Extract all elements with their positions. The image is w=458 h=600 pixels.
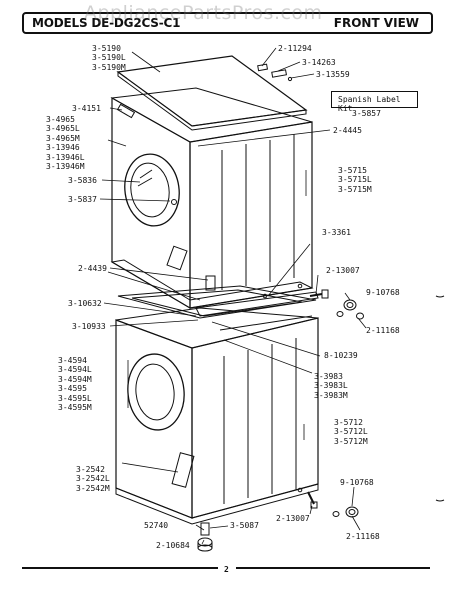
label-9-10768-lower: 9-10768 <box>340 478 374 487</box>
lower-door <box>127 353 185 431</box>
nut-11168-upper <box>336 311 364 320</box>
screw-13007-upper <box>309 289 329 299</box>
screw-13007-lower <box>307 491 318 509</box>
leader-lines <box>99 47 367 545</box>
label-8-10239: 8-10239 <box>324 351 358 360</box>
lower-door-window <box>135 363 175 421</box>
label-3-4151: 3-4151 <box>72 104 101 113</box>
kit-part-number: 3-5857 <box>352 109 381 118</box>
label-lower-front: 3-4594 3-4594L 3-4594M 3-4595 3-4595L 3-… <box>58 356 92 413</box>
label-2-4439: 2-4439 <box>78 264 107 273</box>
page-number: 2 <box>224 565 229 574</box>
label-2-11294: 2-11294 <box>278 44 312 53</box>
lower-top-frame <box>117 285 317 319</box>
label-2-4445: 2-4445 <box>333 126 362 135</box>
top-panel <box>116 55 308 127</box>
label-bracket-3983: 3-3983 3-3983L 3-3983M <box>314 372 348 400</box>
kit-label: Spanish Label Kit <box>338 95 401 113</box>
small-plate <box>166 245 188 271</box>
label-2-13007-lower: 2-13007 <box>276 514 310 523</box>
models-title: MODELS DE-DG2CS-C1 <box>32 16 181 30</box>
stack-bracket <box>195 291 319 317</box>
label-kick-panel: 3-2542 3-2542L 3-2542M <box>76 465 110 493</box>
label-3-10632: 3-10632 <box>68 299 102 308</box>
label-3-5836: 3-5836 <box>68 176 97 185</box>
label-3-3361: 3-3361 <box>322 228 351 237</box>
watermark: AppliancePartsPros.com <box>84 2 323 24</box>
upper-door-window <box>130 162 170 218</box>
lower-top-frame-inner <box>131 289 303 317</box>
washer-10768-lower <box>332 506 359 518</box>
kick-panel <box>171 452 195 488</box>
control-knob-plate <box>116 103 136 119</box>
bracket-4439 <box>205 275 216 291</box>
label-2-13007-upper: 2-13007 <box>326 266 360 275</box>
label-lower-cabinet: 3-5712 3-5712L 3-5712M <box>334 418 368 446</box>
label-52740: 52740 <box>144 521 169 530</box>
door-latch <box>171 199 177 205</box>
label-2-11168-lower: 2-11168 <box>346 532 380 541</box>
label-3-13559: 3-13559 <box>316 70 350 79</box>
label-top-panel: 3-5190 3-5190L 3-5190M <box>92 44 126 72</box>
washer-10768-upper <box>343 299 357 311</box>
lower-base <box>115 483 319 525</box>
lower-rim <box>115 307 319 349</box>
upper-rim <box>110 87 313 143</box>
foot-front <box>200 522 210 536</box>
top-panel-edge <box>117 71 307 131</box>
label-upper-cabinet: 3-5715 3-5715L 3-5715M <box>338 166 372 194</box>
spanish-label-kit-box: Spanish Label Kit <box>331 91 418 113</box>
label-3-5837: 3-5837 <box>68 195 97 204</box>
view-title: FRONT VIEW <box>333 16 419 30</box>
label-2-11168-upper: 2-11168 <box>366 326 400 335</box>
label-2-10684: 2-10684 <box>156 541 190 550</box>
upper-door <box>124 153 180 227</box>
label-3-14263: 3-14263 <box>302 58 336 67</box>
label-3-5087: 3-5087 <box>230 521 259 530</box>
label-9-10768-upper: 9-10768 <box>366 288 400 297</box>
label-control-panel: 3-4965 3-4965L 3-4965M 3-13946 3-13946L … <box>46 115 85 172</box>
upper-base <box>110 259 314 309</box>
header-box: MODELS DE-DG2CS-C1 FRONT VIEW <box>22 12 433 34</box>
door-glare <box>137 169 153 187</box>
top-hinge-1 <box>257 63 269 72</box>
lower-front-panel <box>115 319 193 519</box>
label-3-10933: 3-10933 <box>72 322 106 331</box>
screw-13559 <box>287 76 293 82</box>
